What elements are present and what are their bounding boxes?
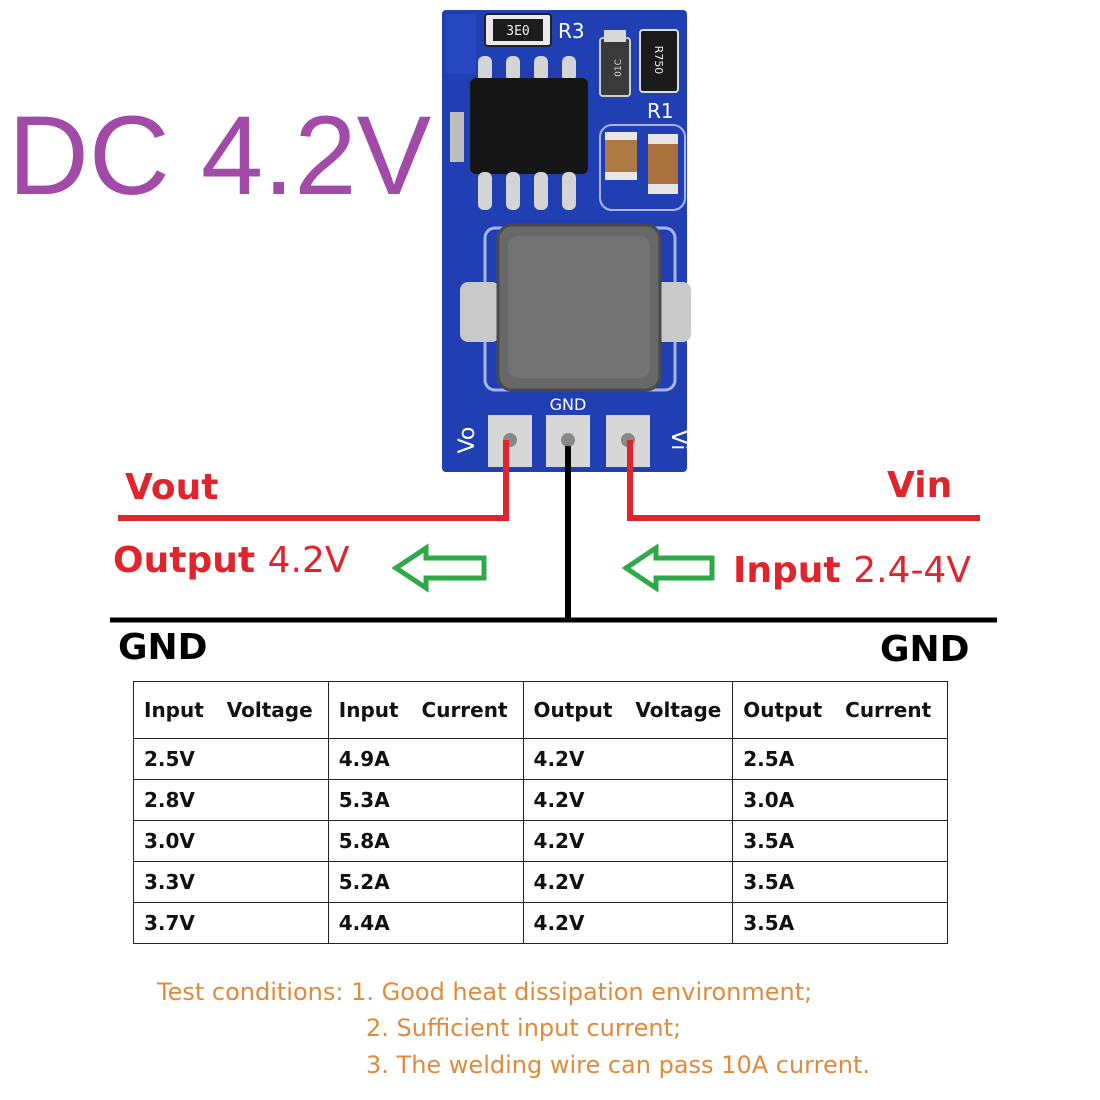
table-cell: 3.5A — [732, 902, 948, 944]
vin-wire — [627, 440, 980, 521]
table-header-row: Input Voltage Input Current Output Volta… — [133, 681, 948, 739]
header-output-current: Output Current — [732, 681, 948, 739]
vo-silkscreen: Vo — [455, 427, 480, 454]
capacitor-top: 01C — [599, 30, 631, 97]
ic-pins-bottom — [478, 172, 576, 210]
table-row: 3.3V 5.2A 4.2V 3.5A — [133, 861, 948, 903]
inductor-pad-left — [460, 282, 500, 342]
header-input-current: Input Current — [327, 681, 524, 739]
table-row: 2.5V 4.9A 4.2V 2.5A — [133, 738, 948, 780]
r1-label: R1 — [647, 99, 674, 123]
input-spec: Input 2.4-4V — [733, 553, 971, 589]
table-cell: 3.0V — [133, 820, 329, 862]
table-cell: 3.5A — [732, 861, 948, 903]
table-cell: 3.3V — [133, 861, 329, 903]
table-cell: 4.2V — [522, 779, 734, 821]
table-cell: 5.8A — [327, 820, 524, 862]
r3-resistor: 3E0 — [484, 13, 552, 47]
ic-pins-top — [478, 56, 576, 82]
table-cell: 3.7V — [133, 902, 329, 944]
test-conditions-line-2: 2. Sufficient input current; — [366, 1014, 682, 1042]
table-row: 3.0V 5.8A 4.2V 3.5A — [133, 820, 948, 862]
table-cell: 5.3A — [327, 779, 524, 821]
r3-label: R3 — [558, 19, 585, 43]
table-cell: 2.5A — [732, 738, 948, 780]
ic-chip — [470, 78, 588, 174]
table-cell: 4.2V — [522, 902, 734, 944]
output-spec: Output 4.2V — [113, 543, 350, 579]
vout-wire — [118, 440, 509, 521]
test-conditions-line-1: Test conditions: 1. Good heat dissipatio… — [157, 978, 813, 1006]
side-pad — [450, 112, 464, 162]
header-input-voltage: Input Voltage — [133, 681, 329, 739]
table-cell: 2.5V — [133, 738, 329, 780]
input-word: Input — [733, 550, 841, 591]
svg-text:01C: 01C — [614, 59, 624, 77]
capacitor-left — [605, 132, 637, 180]
output-arrow — [391, 543, 487, 593]
table-row: 2.8V 5.3A 4.2V 3.0A — [133, 779, 948, 821]
table-cell: 2.8V — [133, 779, 329, 821]
title: DC 4.2V — [8, 93, 432, 218]
table-cell: 4.2V — [522, 738, 734, 780]
table-cell: 3.0A — [732, 779, 948, 821]
spec-table: Input Voltage Input Current Output Volta… — [133, 681, 948, 944]
capacitor-right — [648, 134, 678, 194]
gnd-silkscreen: GND — [550, 395, 587, 414]
input-value: 2.4-4V — [853, 550, 971, 591]
svg-text:R750: R750 — [652, 46, 665, 75]
table-cell: 4.2V — [522, 820, 734, 862]
output-word: Output — [113, 540, 256, 581]
output-value: 4.2V — [267, 540, 350, 581]
table-row: 3.7V 4.4A 4.2V 3.5A — [133, 902, 948, 944]
header-output-voltage: Output Voltage — [522, 681, 734, 739]
table-cell: 4.2V — [522, 861, 734, 903]
vi-silkscreen: Vi — [666, 430, 691, 451]
input-arrow — [621, 543, 715, 593]
gnd-label-left: GND — [118, 627, 208, 668]
vout-label: Vout — [125, 467, 219, 508]
table-cell: 4.9A — [327, 738, 524, 780]
r1-resistor: R750 — [639, 29, 679, 93]
pad-vo — [488, 415, 532, 467]
table-cell: 3.5A — [732, 820, 948, 862]
svg-text:3E0: 3E0 — [506, 24, 529, 39]
gnd-label-right: GND — [880, 629, 970, 670]
inductor-pad-right — [655, 282, 691, 342]
module-diagram: 3E0 R3 01C R750 R1 — [110, 10, 997, 623]
table-cell: 5.2A — [327, 861, 524, 903]
vin-label: Vin — [887, 465, 953, 506]
table-cell: 4.4A — [327, 902, 524, 944]
test-conditions-line-3: 3. The welding wire can pass 10A current… — [366, 1051, 870, 1079]
